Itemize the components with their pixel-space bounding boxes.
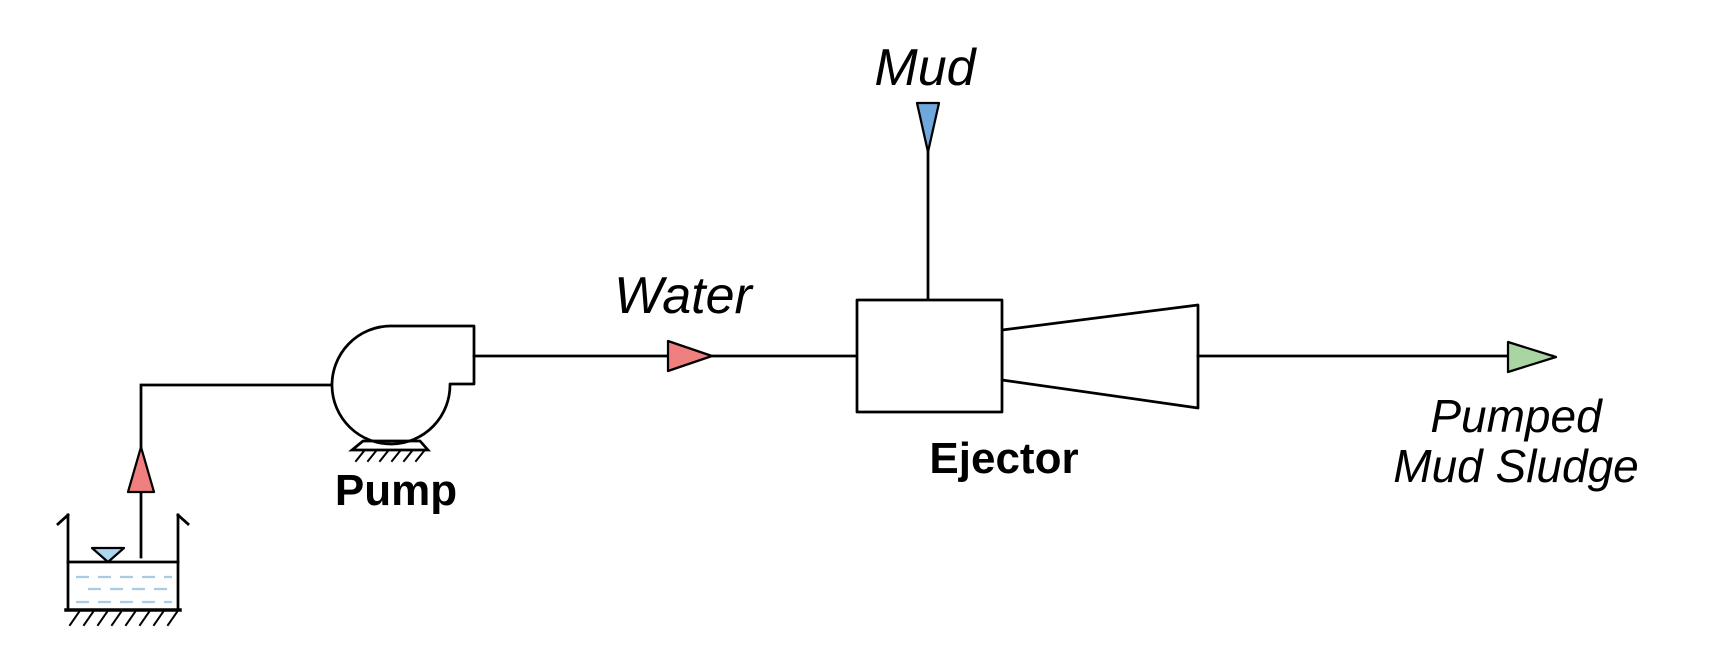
pumped-sludge-label-line1: Pumped [1430,390,1603,442]
sludge-output-line [1196,340,1558,374]
water-level-marker-icon [90,546,126,564]
ejector-symbol [855,298,1200,414]
upward-flow-arrow-icon [126,445,156,494]
pump-body [330,324,476,446]
pump-label: Pump [335,466,457,515]
tank-right-rim-tick [176,513,190,526]
pump-base-pedestal [348,439,432,452]
tank-water-dashes [76,575,172,604]
mud-flow-arrow-icon [915,101,941,154]
water-tank-symbol [56,513,190,627]
tank-ground-hatching [68,610,179,627]
diffuser-nozzle-symbol [1000,303,1200,410]
water-flow-arrow-icon [666,339,714,373]
water-label: Water [614,267,754,325]
suction-pipe [126,383,394,559]
pump-base-hatching [354,449,426,463]
ejector-label: Ejector [929,434,1078,483]
mud-feed-line [915,101,941,302]
water-line [472,339,859,373]
suction-pipe-line [139,383,394,559]
tank-left-rim-tick [56,513,70,526]
mud-label: Mud [874,39,977,97]
pumped-sludge-label-line2: Mud Sludge [1393,440,1639,492]
sludge-flow-arrow-icon [1506,340,1558,374]
ejector-mixing-chamber-symbol [855,298,1004,414]
centrifugal-pump-symbol [330,324,476,463]
